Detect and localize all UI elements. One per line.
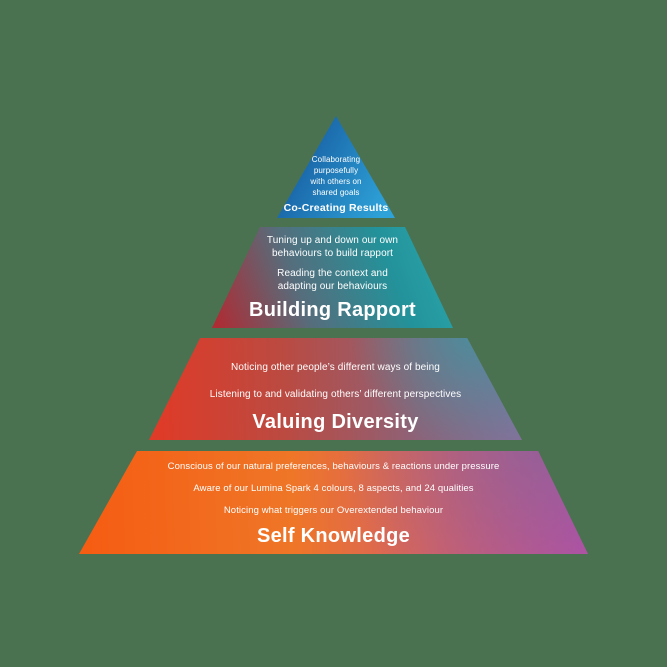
tier-description: Tuning up and down our own behaviours to… bbox=[267, 235, 398, 260]
tier-description: Reading the context and adapting our beh… bbox=[277, 268, 388, 293]
tier-title: Valuing Diversity bbox=[252, 411, 419, 433]
tier-description-line: Tuning up and down our own bbox=[266, 235, 399, 246]
tier-description: Noticing other people’s different ways o… bbox=[231, 362, 440, 375]
tier-title: Building Rapport bbox=[249, 299, 416, 321]
tier-co-creating-results: Collaborating purposefully with others o… bbox=[277, 116, 395, 218]
tier-description: Conscious of our natural preferences, be… bbox=[168, 461, 500, 473]
tier-title: Self Knowledge bbox=[256, 525, 411, 547]
tier-description-line: Listening to and validating others’ diff… bbox=[209, 388, 462, 400]
tier-description: Aware of our Lumina Spark 4 colours, 8 a… bbox=[193, 483, 473, 495]
tier-valuing-diversity: Noticing other people’s different ways o… bbox=[149, 338, 522, 440]
tier-description-line: Aware of our Lumina Spark 4 colours, 8 a… bbox=[193, 483, 474, 494]
tier-description-line: Noticing other people’s different ways o… bbox=[231, 362, 440, 373]
tier-description-line: Reading the context and bbox=[277, 268, 388, 279]
tier-description: Listening to and validating others’ diff… bbox=[210, 389, 462, 402]
tier-description-line: shared goals bbox=[312, 188, 360, 197]
tier-description-line: adapting our behaviours bbox=[277, 280, 388, 292]
tier-self-knowledge: Conscious of our natural preferences, be… bbox=[79, 451, 588, 554]
tier-description-line: behaviours to build rapport bbox=[271, 247, 394, 259]
tier-description: Noticing what triggers our Overextended … bbox=[224, 505, 443, 517]
tier-description-line: Collaborating bbox=[311, 155, 361, 164]
tier-description-line: purposefully bbox=[313, 166, 359, 175]
tier-description-line: Noticing what triggers our Overextended … bbox=[223, 505, 444, 516]
tier-description: Collaborating purposefully with others o… bbox=[310, 154, 361, 198]
tier-description-line: Conscious of our natural preferences, be… bbox=[167, 461, 500, 472]
tier-description-line: with others on bbox=[310, 177, 362, 186]
tier-building-rapport: Tuning up and down our own behaviours to… bbox=[212, 227, 453, 328]
tier-title: Co-Creating Results bbox=[283, 202, 389, 214]
